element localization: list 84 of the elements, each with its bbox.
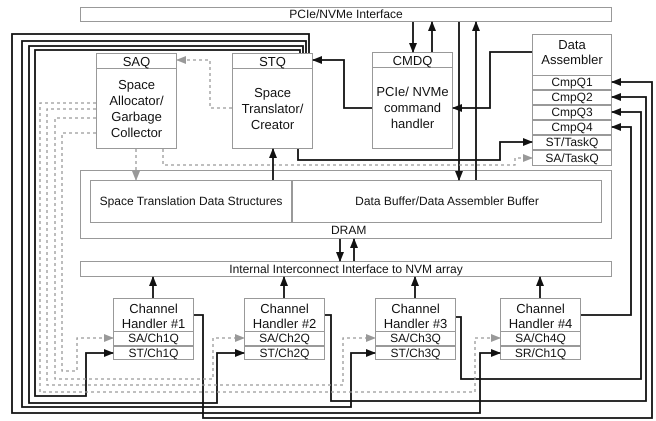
- queue-row: [244, 331, 325, 346]
- connector-arrow: [456, 108, 642, 380]
- box-label: PCIe/ NVMe command handler: [375, 84, 450, 132]
- connector-arrow: [452, 51, 532, 112]
- queue-row: [244, 346, 325, 360]
- module-box: [372, 52, 453, 149]
- box-label: SA/Ch3Q: [389, 332, 442, 345]
- queue-row: [113, 346, 194, 360]
- queue-row: [532, 105, 612, 120]
- queue-row: [532, 120, 612, 135]
- box-label: CmpQ2: [550, 91, 594, 104]
- module-box: [96, 53, 177, 149]
- box-label: ST/Ch3Q: [389, 346, 442, 360]
- box-label: SR/Ch1Q: [514, 346, 568, 360]
- connector-arrow: [336, 239, 344, 262]
- queue-row: [532, 150, 612, 166]
- box-label: Space Translator/ Creator: [240, 84, 304, 132]
- box-label: CmpQ3: [550, 106, 594, 119]
- connector-arrow: [176, 56, 232, 109]
- connector-arrow: [455, 22, 463, 181]
- queue-label: SAQ: [97, 54, 176, 69]
- box-label: SA/Ch1Q: [127, 332, 180, 345]
- box-label: Channel Handler #1: [120, 301, 186, 331]
- connector-arrow: [21, 40, 376, 408]
- box-label: SA/Ch4Q: [514, 332, 567, 345]
- channel-handler-box: [500, 298, 581, 360]
- connector-arrow: [428, 21, 436, 52]
- box-label: Channel Handler #4: [508, 301, 574, 331]
- connector-arrow: [149, 276, 157, 298]
- module-box: [532, 34, 612, 166]
- channel-handler-box: [244, 298, 325, 360]
- queue-row: [532, 90, 612, 105]
- box-label: DRAM: [331, 223, 366, 238]
- buffer-box: [90, 180, 292, 223]
- interface-bar: [80, 7, 612, 22]
- box-label: Channel Handler #3: [382, 301, 448, 331]
- channel-handler-box: [375, 298, 456, 360]
- connector-arrow: [194, 78, 653, 419]
- connector-arrow: [11, 33, 501, 414]
- memory-block: [80, 170, 612, 239]
- box-label: Internal Interconnect Interface to NVM array: [228, 262, 464, 276]
- box-label: ST/Ch2Q: [258, 346, 310, 360]
- connector-arrow: [312, 56, 372, 109]
- connector-arrow: [54, 117, 245, 380]
- connector-arrow: [269, 148, 277, 180]
- box-label: CmpQ1: [550, 76, 594, 89]
- box-label: SA/TaskQ: [544, 152, 600, 164]
- box-label: CmpQ4: [550, 121, 594, 134]
- connector-arrow: [536, 276, 544, 298]
- queue-row: [500, 331, 581, 346]
- connector-arrow: [350, 238, 358, 261]
- box-label: PCIe/NVMe Interface: [288, 8, 404, 21]
- box-label: Channel Handler #2: [252, 301, 318, 331]
- connector-arrow: [581, 123, 632, 316]
- connector-arrow: [324, 93, 647, 402]
- queue-row: [375, 346, 456, 360]
- queue-label: CMDQ: [373, 53, 452, 68]
- queue-row: [113, 331, 194, 346]
- box-label: ST/TaskQ: [544, 136, 600, 149]
- connector-arrow: [46, 108, 376, 386]
- connector-arrow: [162, 149, 533, 166]
- box-label: Space Allocator/ Garbage Collector: [108, 76, 165, 140]
- queue-label: STQ: [233, 54, 312, 69]
- box-label: Data Assembler: [540, 37, 604, 67]
- queue-row: [532, 75, 612, 90]
- connector-arrow: [411, 276, 419, 298]
- connector-arrow: [472, 21, 480, 180]
- queue-row: [375, 331, 456, 346]
- box-label: Data Buffer/Data Assembler Buffer: [354, 195, 540, 208]
- buffer-box: [292, 180, 602, 223]
- module-box: [232, 53, 313, 149]
- queue-row: [500, 346, 581, 360]
- connector-arrow: [132, 149, 140, 181]
- box-label: ST/Ch1Q: [127, 346, 180, 360]
- connector-arrow: [409, 22, 417, 53]
- connector-arrow: [39, 102, 501, 393]
- connector-arrow: [297, 138, 533, 161]
- channel-handler-box: [113, 298, 194, 360]
- box-label: Space Translation Data Structures: [98, 195, 284, 208]
- interface-bar: [80, 261, 612, 277]
- connector-arrow: [61, 132, 114, 372]
- connector-arrow: [280, 276, 288, 298]
- queue-row: [532, 135, 612, 150]
- box-label: SA/Ch2Q: [258, 332, 311, 345]
